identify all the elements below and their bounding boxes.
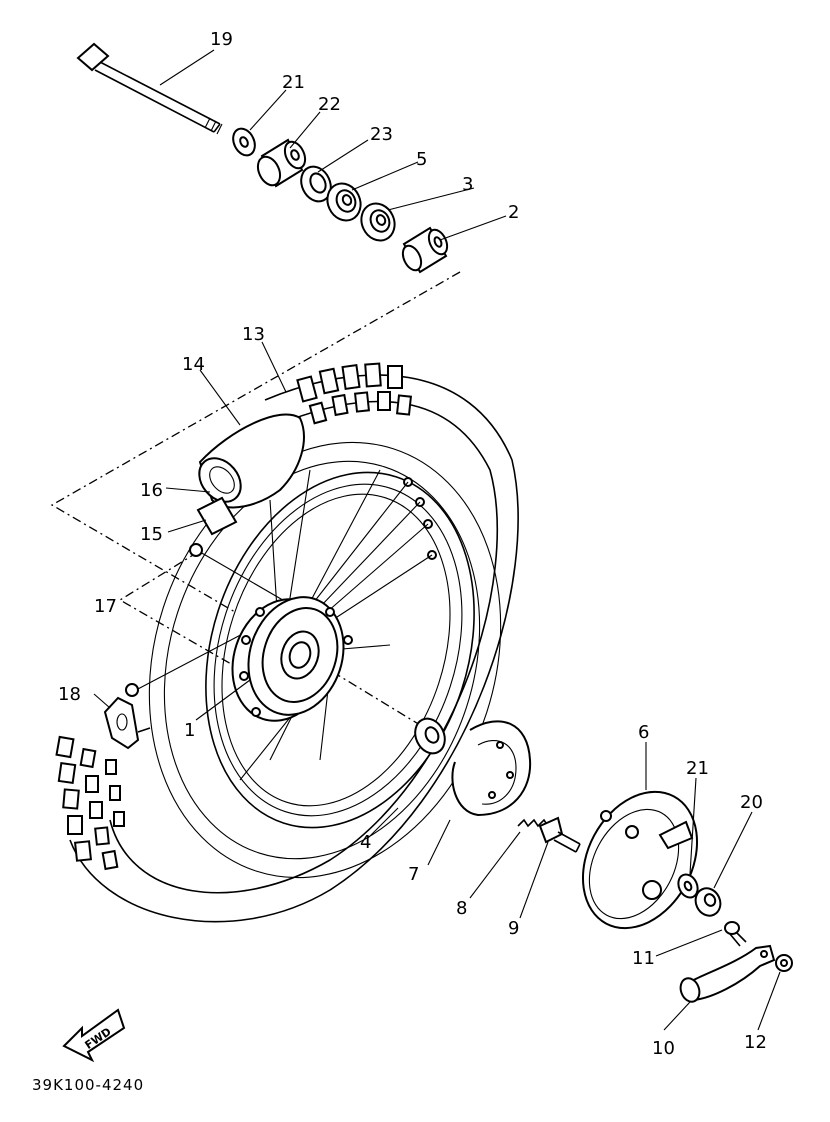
label-14: 14 bbox=[182, 354, 205, 375]
label-4: 4 bbox=[360, 832, 371, 853]
collar-21-lower bbox=[677, 873, 699, 899]
rim-4 bbox=[205, 471, 475, 829]
oil-seal-23 bbox=[300, 165, 332, 203]
axle-19 bbox=[76, 42, 223, 135]
label-8: 8 bbox=[456, 898, 467, 919]
label-9: 9 bbox=[508, 918, 519, 939]
tube-14 bbox=[198, 413, 305, 509]
bolt-11 bbox=[724, 921, 747, 947]
label-1: 1 bbox=[184, 720, 195, 741]
spacer-2 bbox=[401, 226, 449, 274]
bearing-3 bbox=[360, 202, 396, 242]
bearing-5 bbox=[326, 182, 362, 222]
label-16: 16 bbox=[140, 480, 163, 501]
label-15: 15 bbox=[140, 524, 163, 545]
brake-panel-6 bbox=[581, 790, 699, 930]
tire-13 bbox=[55, 362, 519, 923]
label-7: 7 bbox=[408, 864, 419, 885]
label-21-lower: 21 bbox=[686, 758, 709, 779]
hub-1 bbox=[231, 596, 353, 722]
diagram-code: 39K100-4240 bbox=[32, 1076, 144, 1094]
collar-21-upper bbox=[232, 127, 256, 157]
spacer-22 bbox=[256, 138, 307, 188]
spring-8 bbox=[517, 818, 549, 828]
label-11: 11 bbox=[632, 948, 655, 969]
hub-bearing bbox=[414, 717, 446, 755]
part-labels: 19 21 22 23 5 3 2 13 14 16 15 17 18 1 4 … bbox=[58, 29, 767, 1059]
bracket-18 bbox=[103, 696, 151, 750]
label-22: 22 bbox=[318, 94, 341, 115]
label-5: 5 bbox=[416, 149, 427, 170]
cam-lever-10 bbox=[679, 944, 776, 1003]
label-6: 6 bbox=[638, 722, 649, 743]
valve-15 bbox=[196, 496, 238, 536]
label-3: 3 bbox=[462, 174, 473, 195]
camshaft-9 bbox=[538, 816, 581, 853]
label-10: 10 bbox=[652, 1038, 675, 1059]
label-2: 2 bbox=[508, 202, 519, 223]
tire-tread-top bbox=[296, 362, 413, 425]
tire-tread-bottom bbox=[55, 735, 125, 871]
label-20: 20 bbox=[740, 792, 763, 813]
brake-shoe-7 bbox=[451, 720, 532, 817]
label-17: 17 bbox=[94, 596, 117, 617]
label-23: 23 bbox=[370, 124, 393, 145]
nut-12 bbox=[775, 954, 793, 972]
fwd-arrow: FWD bbox=[62, 1008, 126, 1063]
leader-lines bbox=[93, 49, 781, 1031]
label-19: 19 bbox=[210, 29, 233, 50]
label-21-upper: 21 bbox=[282, 72, 305, 93]
label-13: 13 bbox=[242, 324, 265, 345]
label-18: 18 bbox=[58, 684, 81, 705]
label-12: 12 bbox=[744, 1032, 767, 1053]
nut-20 bbox=[694, 887, 722, 917]
